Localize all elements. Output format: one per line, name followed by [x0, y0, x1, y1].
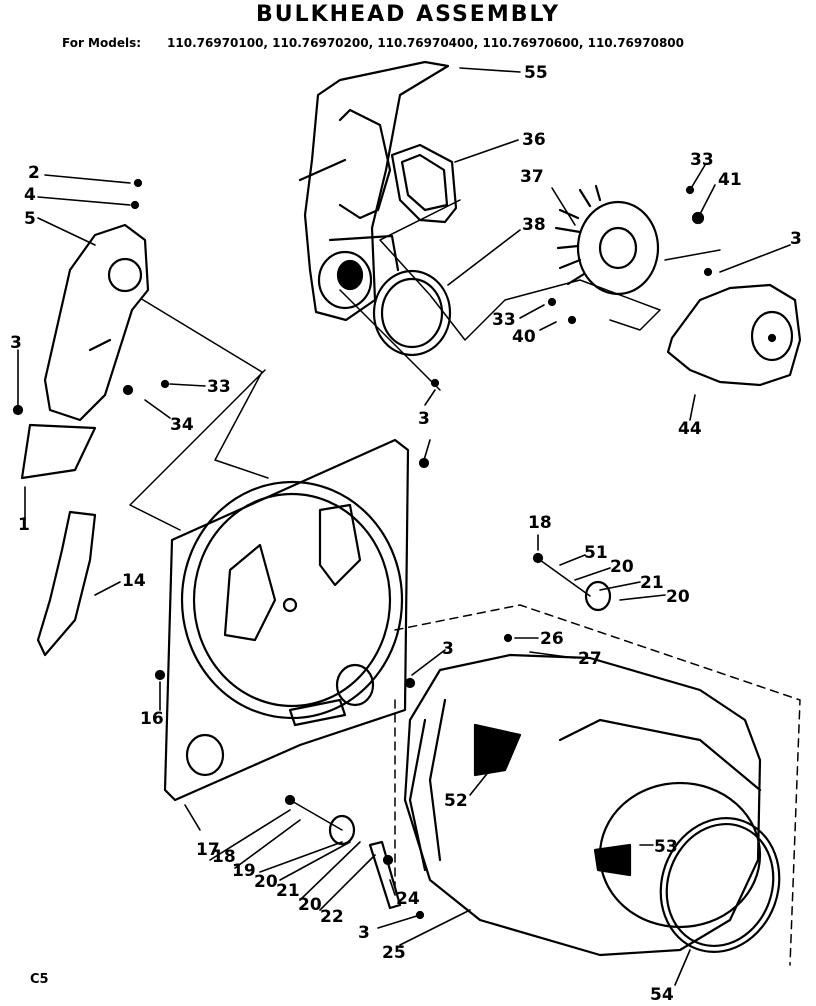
- callout-24: 24: [396, 889, 420, 909]
- drum: [403, 653, 762, 957]
- duct-seal: [390, 143, 458, 224]
- callout-16: 16: [140, 709, 164, 729]
- callout-53: 53: [654, 837, 678, 857]
- idler-arm: [43, 223, 150, 422]
- callout-3: 3: [442, 639, 454, 659]
- roller-shaft: [368, 840, 402, 910]
- page-title: BULKHEAD ASSEMBLY: [255, 2, 561, 27]
- callout-22: 22: [320, 907, 344, 927]
- callout-3: 3: [418, 409, 430, 429]
- callout-33: 33: [207, 377, 231, 397]
- blower-housing: [298, 60, 450, 322]
- callout-27: 27: [578, 649, 602, 669]
- callout-14: 14: [122, 571, 146, 591]
- callout-3: 3: [358, 923, 370, 943]
- footer-code: C5: [30, 972, 49, 987]
- fasteners: [12, 178, 713, 920]
- blower-wheel: [554, 184, 660, 296]
- callout-21: 21: [640, 573, 664, 593]
- belt-guide: [20, 423, 97, 480]
- motor-housing: [666, 283, 802, 387]
- callout-3: 3: [790, 229, 802, 249]
- callout-40: 40: [512, 327, 536, 347]
- callout-20: 20: [610, 557, 634, 577]
- callout-20: 20: [666, 587, 690, 607]
- callout-20: 20: [298, 895, 322, 915]
- callout-37: 37: [520, 167, 544, 187]
- callout-52: 52: [444, 791, 468, 811]
- callout-54: 54: [650, 985, 674, 1005]
- callout-38: 38: [522, 215, 546, 235]
- callout-55: 55: [524, 63, 548, 83]
- bulkhead: [163, 438, 410, 802]
- callout-44: 44: [678, 419, 702, 439]
- models-list: 110.76970100, 110.76970200, 110.76970400…: [167, 36, 684, 50]
- callout-36: 36: [522, 130, 546, 150]
- callout-3: 3: [10, 333, 22, 353]
- callout-41: 41: [718, 170, 742, 190]
- callout-5: 5: [24, 209, 36, 229]
- bracket: [36, 510, 97, 657]
- callout-20: 20: [254, 872, 278, 892]
- callout-34: 34: [170, 415, 194, 435]
- callout-19: 19: [232, 861, 256, 881]
- callout-2: 2: [28, 163, 40, 183]
- callout-26: 26: [540, 629, 564, 649]
- callout-33: 33: [492, 310, 516, 330]
- callout-18: 18: [528, 513, 552, 533]
- callout-33: 33: [690, 150, 714, 170]
- leader-lines: [17, 67, 791, 986]
- callout-17: 17: [196, 840, 220, 860]
- callout-4: 4: [24, 185, 36, 205]
- seal-ring: [372, 269, 452, 357]
- models-line: For Models: 110.76970100, 110.76970200, 1…: [62, 36, 684, 50]
- callout-18: 18: [212, 847, 236, 867]
- callout-25: 25: [382, 943, 406, 963]
- models-label: For Models:: [62, 36, 142, 50]
- callout-21: 21: [276, 881, 300, 901]
- drum-seal: [659, 816, 781, 954]
- callout-1: 1: [18, 515, 30, 535]
- callout-51: 51: [584, 543, 608, 563]
